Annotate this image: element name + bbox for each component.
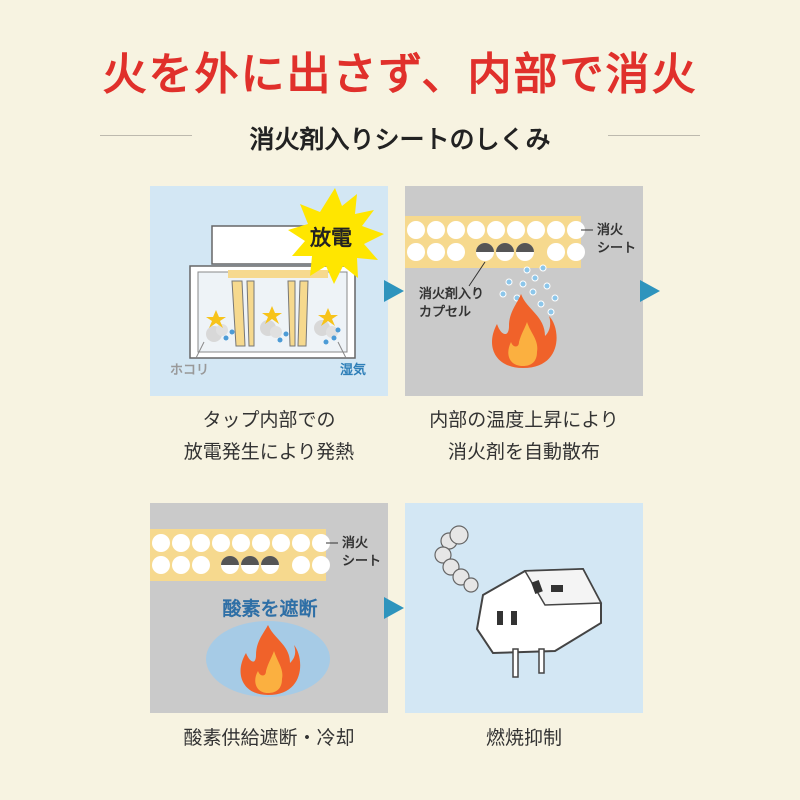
capsule-illustration <box>405 216 593 368</box>
sheet-label: 消火 シート <box>597 223 637 256</box>
caption-capsule: 内部の温度上昇により 消火剤を自動散布 <box>429 409 619 463</box>
discharge-illustration <box>189 188 384 359</box>
caption-discharge: タップ内部での 放電発生により発熱 <box>183 409 355 463</box>
sheet-label: 消火 シート <box>342 536 382 569</box>
panel-discharge: 放電 ホコリ 湿気 <box>150 186 388 396</box>
smoke-icon <box>434 525 479 593</box>
subtitle-divider-left <box>100 135 192 136</box>
dust-label: ホコリ <box>170 363 210 378</box>
flame-icon <box>492 294 557 368</box>
oxygen-label: 酸素を遮断 <box>222 598 318 620</box>
page-title: 火を外に出さず、内部で消火 <box>102 49 698 100</box>
arrow-right-icon <box>384 597 404 619</box>
outlet-illustration <box>434 525 603 678</box>
dust-cluster-icon <box>206 320 338 342</box>
capsule-label: 消火剤入り カプセル <box>419 287 485 320</box>
subtitle-row: 消火剤入りシートのしくみ <box>100 120 700 154</box>
opened-capsules <box>221 556 279 574</box>
arrow-right-icon <box>384 280 404 302</box>
caption-suppressed: 燃焼抑制 <box>485 727 562 749</box>
caption-oxygen: 酸素供給遮断・冷却 <box>183 727 355 749</box>
moisture-drops-icon <box>223 327 341 345</box>
panel-oxygen: 消火 シート 酸素を遮断 <box>150 503 388 713</box>
opened-capsules <box>476 243 534 261</box>
sheet-capsules <box>407 221 585 261</box>
subtitle: 消火剤入りシートのしくみ <box>249 125 551 154</box>
spark-icons <box>206 306 338 328</box>
oxygen-illustration <box>150 529 338 697</box>
flame-icon <box>240 625 301 695</box>
subtitle-divider-right <box>608 135 700 136</box>
discharge-burst-icon <box>288 188 384 284</box>
sheet-capsules <box>152 534 330 574</box>
outlet-adapter-icon <box>475 567 603 678</box>
panel-suppressed <box>405 503 643 713</box>
moisture-label: 湿気 <box>340 363 367 378</box>
arrow-right-icon <box>640 280 660 302</box>
panel-capsule: 消火 シート 消火剤入り カプセル <box>405 186 643 396</box>
burst-label: 放電 <box>310 226 352 250</box>
